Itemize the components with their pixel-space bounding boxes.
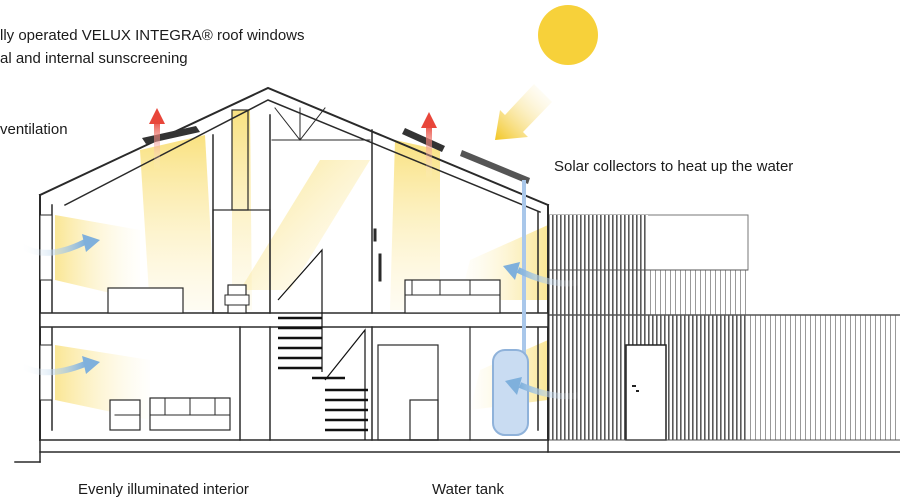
annex-building <box>547 214 900 441</box>
light-beam-right-roof-window <box>390 140 440 310</box>
roof-windows-label-line1: lly operated VELUX INTEGRA® roof windows <box>0 27 305 44</box>
fresh-air-arrow-upper-right <box>503 262 581 287</box>
evenly-illuminated-label: Evenly illuminated interior <box>78 481 249 498</box>
fresh-air-arrow-upper-left <box>18 234 100 256</box>
light-beam-wall-upper-left <box>55 215 140 300</box>
solar-water-system <box>492 180 529 436</box>
solar-collectors-label: Solar collectors to heat up the water <box>554 158 794 175</box>
upper-right-sofa <box>404 279 501 314</box>
sun-icon <box>538 5 598 65</box>
upper-left-bed <box>107 287 184 314</box>
fresh-air-arrows <box>18 234 581 400</box>
solar-collector-panel <box>460 150 530 184</box>
water-tank-label: Water tank <box>432 481 504 498</box>
house-structure <box>14 86 900 463</box>
annex-door <box>625 344 667 441</box>
ventilation-label: ventilation <box>0 121 68 138</box>
hot-air-arrow-right <box>421 112 437 179</box>
light-beam-diagonal-stair <box>240 160 370 290</box>
fresh-air-arrow-lower-right <box>505 377 581 400</box>
roof-window-right <box>402 128 445 152</box>
staircase <box>277 248 368 440</box>
roof-windows-label-line2: al and internal sunscreening <box>0 50 188 67</box>
water-tank <box>492 349 529 436</box>
hot-air-arrows <box>149 108 437 179</box>
fresh-air-arrow-lower-left <box>18 356 100 376</box>
sun-ray-arrow <box>495 84 552 140</box>
hot-air-arrow-left <box>149 108 165 170</box>
light-beam-left-roof-window <box>140 135 215 310</box>
